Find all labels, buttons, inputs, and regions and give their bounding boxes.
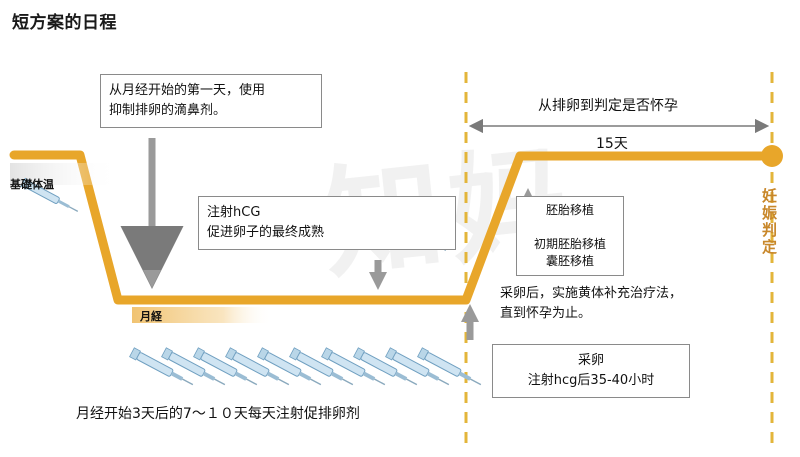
menstruation-band [132,307,272,323]
luteal-support-text: 采卵后，实施黄体补充治疗法， 直到怀孕为止。 [500,286,683,321]
bottom-caption: 月经开始3天后的7～１０天每天注射促排卵剂 [76,406,360,422]
page-title: 短方案的日程 [12,13,117,33]
basal-temperature-curve [9,150,777,305]
hcg-injection-box: 注射hCG 促进卵子的最终成熟 [198,196,456,250]
pregnancy-test-vertical-label: 妊娠判定 [760,188,778,256]
days-15-label: 15天 [596,136,628,152]
embryo-transfer-text: 胚胎移植 初期胚胎移植 囊胚移植 [533,203,606,268]
pregnancy-endpoint-dot [761,145,783,167]
basal-temperature-label: 基礎体温 [10,178,54,191]
syringe-row-bottom [129,347,482,386]
syringe-icon-basal [20,177,79,212]
basal-temp-band [10,163,120,185]
egg-retrieval-box: 采卵 注射hcg后35-40小时 [492,344,690,398]
nasal-spray-text: 从月经开始的第一天，使用 抑制排卵的滴鼻剂。 [109,83,266,118]
embryo-transfer-box: 胚胎移植 初期胚胎移植 囊胚移植 [516,196,624,276]
hcg-injection-text: 注射hCG 促进卵子的最终成熟 [207,205,325,240]
ovulation-to-test-label: 从排卵到判定是否怀孕 [538,98,678,114]
egg-retrieval-text: 采卵 注射hcg后35-40小时 [527,353,655,388]
nasal-spray-box: 从月经开始的第一天，使用 抑制排卵的滴鼻剂。 [100,74,322,128]
menstruation-label: 月経 [140,310,162,323]
